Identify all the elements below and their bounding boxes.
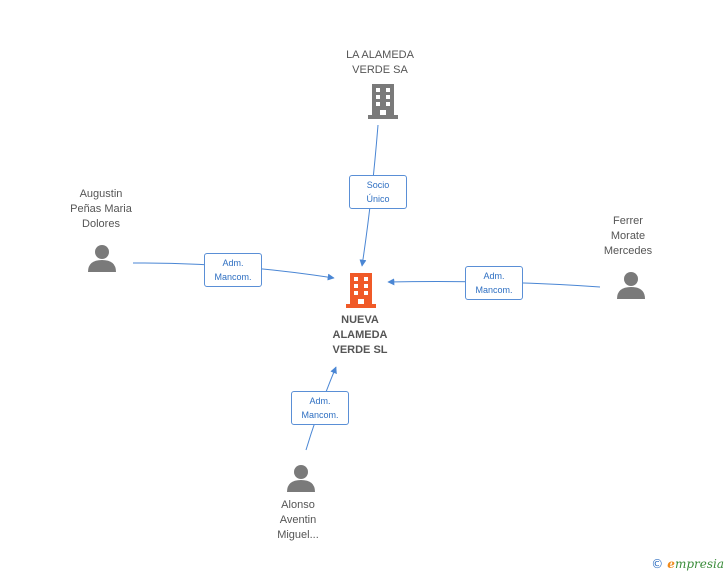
relation-label-top[interactable]: Socio Único (349, 175, 407, 209)
person-right-label[interactable]: Ferrer Morate Mercedes (603, 215, 653, 257)
brand-initial: e (667, 557, 675, 571)
relation-label-left[interactable]: Adm. Mancom. (204, 253, 262, 287)
relation-label-right[interactable]: Adm. Mancom. (465, 266, 523, 300)
person-icon[interactable] (616, 270, 646, 300)
person-icon[interactable] (286, 463, 316, 493)
relation-label-bottom[interactable]: Adm. Mancom. (291, 391, 349, 425)
building-icon[interactable] (366, 82, 400, 120)
brand-name: mpresia (674, 557, 724, 571)
copyright-symbol: © (651, 557, 664, 571)
person-icon[interactable] (87, 243, 117, 273)
brand-footer: ©empresia (651, 557, 724, 571)
parent-company-label[interactable]: LA ALAMEDA VERDE SA (346, 49, 414, 76)
main-company-label[interactable]: NUEVA ALAMEDA VERDE SL (332, 314, 388, 356)
person-bottom-label[interactable]: Alonso Aventin Miguel... (277, 499, 319, 541)
main-building-icon[interactable] (344, 271, 378, 309)
person-left-label[interactable]: Augustin Peñas Maria Dolores (70, 188, 132, 230)
